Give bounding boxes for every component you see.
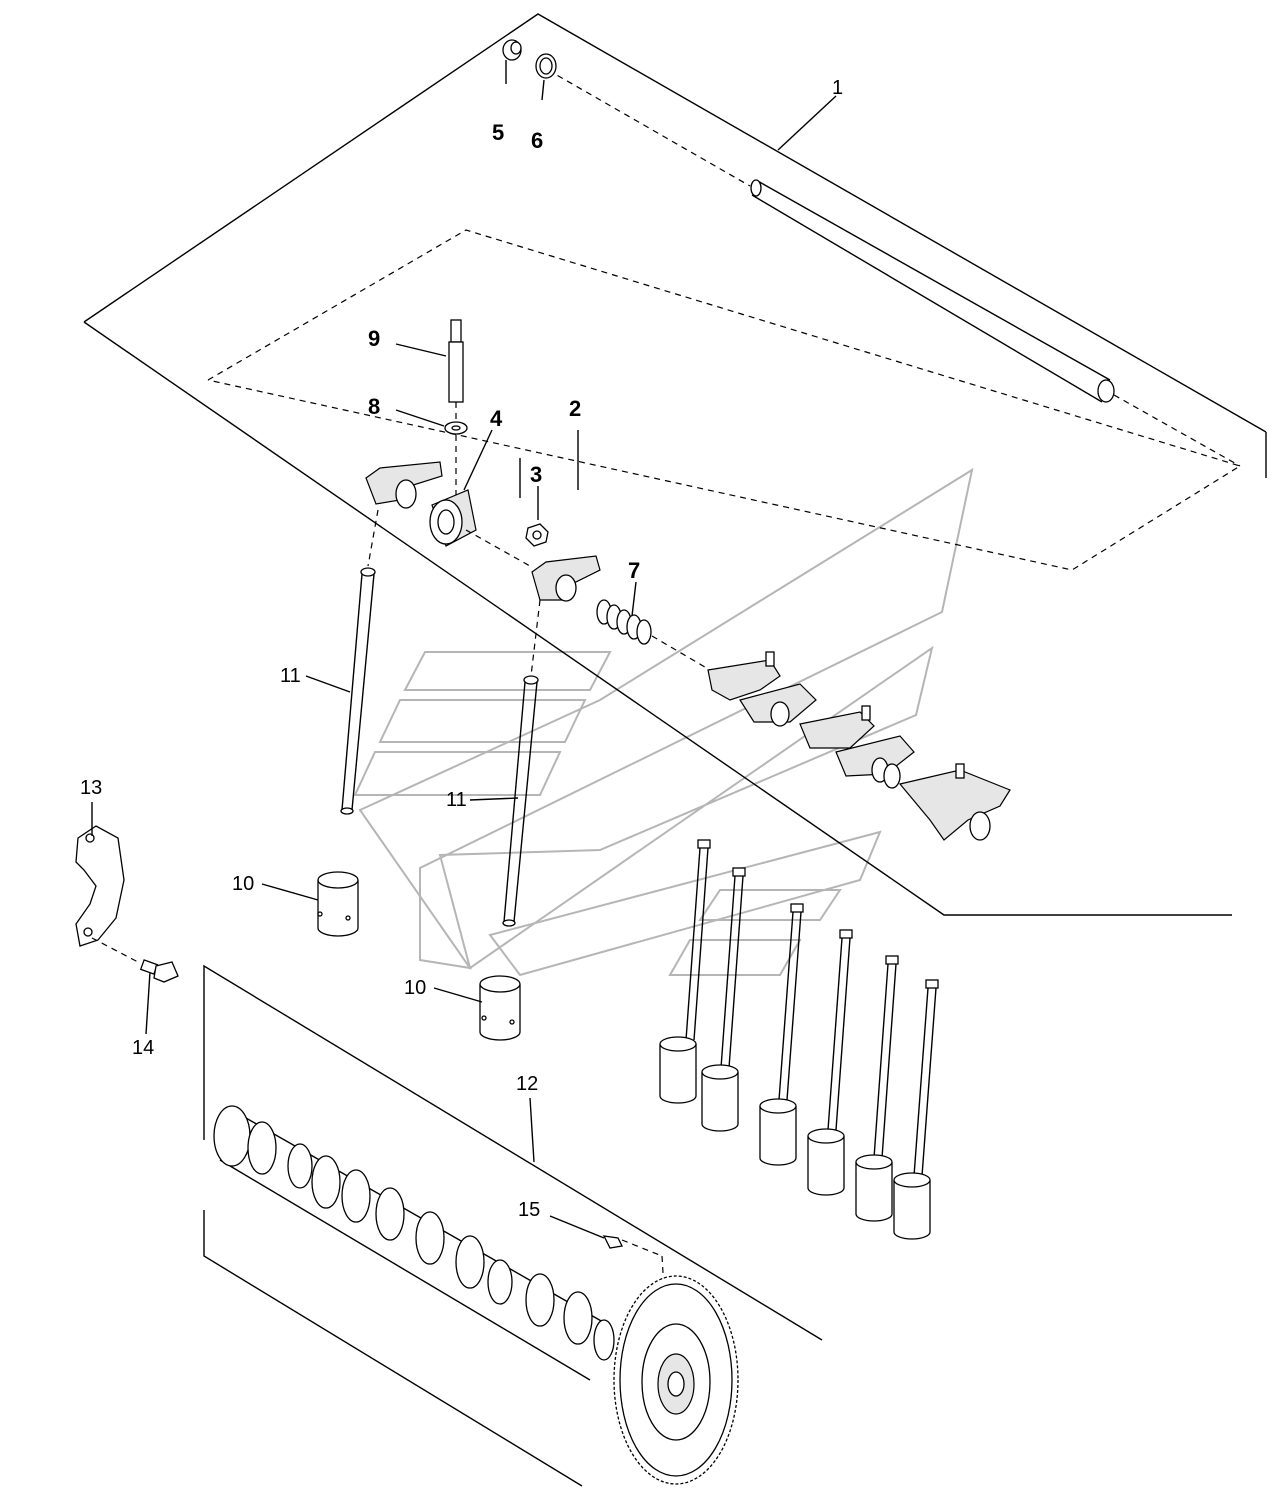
plug-5: [502, 39, 522, 61]
lock-nut-3: [525, 523, 549, 547]
callout-1: 1: [832, 77, 843, 99]
callout-6: 6: [531, 128, 543, 153]
callout-15: 15: [518, 1199, 540, 1221]
callout-11b: 11: [446, 789, 467, 811]
seal-ring-6: [535, 53, 557, 79]
leader-lines: [91, 60, 837, 1239]
woodruff-key-15: [602, 1235, 665, 1291]
callout-12: 12: [516, 1073, 538, 1095]
locking-plate-13: [75, 825, 139, 963]
rocker-shaft-assembly-frame: [83, 13, 1267, 916]
adjusting-screw-9: [448, 319, 464, 500]
callout-10a: 10: [232, 873, 254, 895]
callout-10b: 10: [404, 977, 426, 999]
camshaft-12: [213, 1105, 615, 1381]
push-rod-right: [502, 599, 541, 927]
spring-7: [596, 599, 652, 645]
rocker-arm-left: [365, 461, 443, 509]
callout-11a: 11: [280, 665, 301, 687]
rocker-support-4: [429, 489, 477, 547]
tappet-right: [479, 975, 521, 1041]
watermark-logo: [353, 467, 974, 977]
push-rod-left: [340, 509, 379, 815]
callout-2: 2: [569, 396, 581, 421]
callout-7: 7: [628, 558, 640, 583]
rocker-shaft: [547, 69, 1241, 467]
callout-9: 9: [368, 326, 380, 351]
rocker-group-dashed-frame: [207, 229, 1242, 571]
camshaft-frame: [203, 964, 823, 1487]
assembled-rocker-set: [707, 651, 1011, 841]
camshaft-gear: [613, 1275, 739, 1485]
callout-3: 3: [530, 462, 542, 487]
tappet-left: [317, 871, 359, 937]
rocker-arm-middle: [531, 555, 601, 602]
washer-8: [444, 421, 468, 435]
callout-13: 13: [80, 777, 102, 799]
callout-8: 8: [368, 394, 380, 419]
callout-5: 5: [492, 120, 504, 145]
callout-14: 14: [132, 1037, 154, 1059]
tappet-and-rod-set: [659, 839, 939, 1240]
bolt-14: [139, 959, 179, 983]
callout-4: 4: [490, 406, 503, 431]
